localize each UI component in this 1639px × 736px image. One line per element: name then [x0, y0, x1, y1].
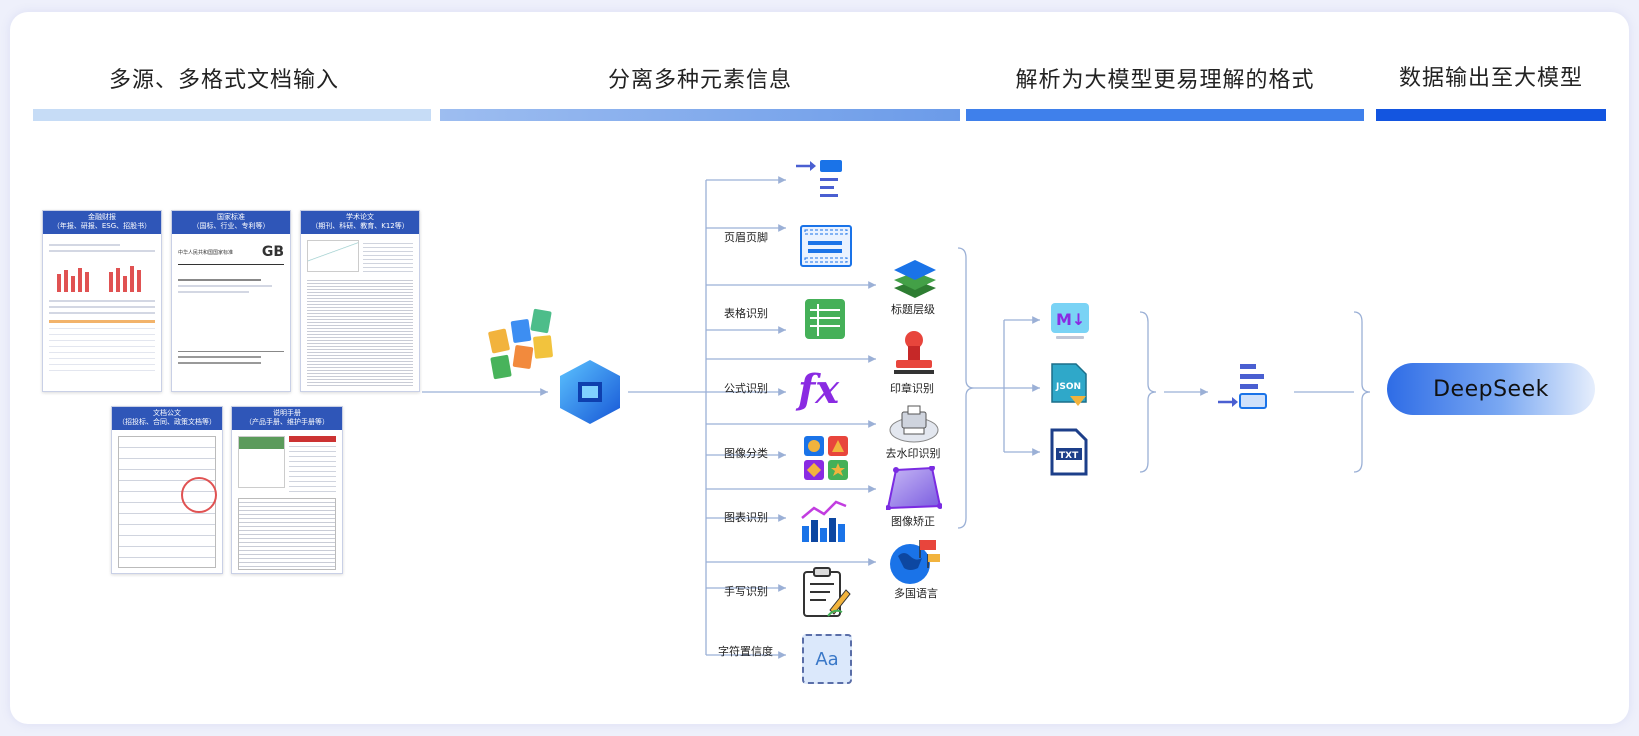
- element-label-header-footer: 页眉页脚: [724, 231, 768, 244]
- red-seal: [181, 477, 217, 513]
- svg-text:M↓: M↓: [1056, 310, 1085, 329]
- doc-official-document: 文档公文 （招投标、合同、政策文档等）: [111, 406, 223, 574]
- element-label-char-confidence: 字符置信度: [718, 645, 773, 658]
- element-label-handwriting: 手写识别: [724, 585, 768, 598]
- stage-title-output: 数据输出至大模型: [1398, 66, 1583, 91]
- layers-icon: [892, 258, 938, 302]
- element-label-globe: 多国语言: [894, 587, 938, 600]
- doc-header: 文档公文 （招投标、合同、政策文档等）: [112, 407, 222, 430]
- deepseek-output-pill: DeepSeek: [1387, 363, 1595, 415]
- arrow-list-icon: [796, 158, 846, 202]
- txt-file-icon: TXT: [1050, 428, 1090, 476]
- stage-title-separate: 分离多种元素信息: [607, 68, 792, 93]
- chart-icon: [800, 498, 850, 544]
- char-glyph: Aa: [815, 648, 839, 670]
- doc-bar-chart: [57, 266, 141, 292]
- stage-bar-separate: [440, 109, 960, 121]
- doc-header: 国家标准 （国标、行业、专利等）: [172, 211, 290, 234]
- gb-logo: GB: [261, 244, 284, 260]
- handwriting-icon: [802, 566, 852, 618]
- parser-engine-icon: [556, 358, 624, 426]
- element-label-table: 表格识别: [724, 307, 768, 320]
- element-label-image-correct: 图像矫正: [891, 515, 935, 528]
- stage-bar-input: [33, 109, 431, 121]
- globe-icon: [888, 538, 940, 586]
- stamp-icon: [890, 330, 938, 378]
- svg-text:JSON: JSON: [1055, 382, 1081, 392]
- file-formats-cluster-icon: [487, 306, 554, 380]
- doc-manual: 说明手册 （产品手册、维护手册等）: [231, 406, 343, 574]
- char-confidence-icon: Aa: [802, 634, 852, 684]
- stage-bar-output: [1376, 109, 1606, 121]
- json-file-icon: JSON: [1050, 362, 1090, 410]
- element-label-chart: 图表识别: [724, 511, 768, 524]
- element-label-image-classify: 图像分类: [724, 447, 768, 460]
- formula-icon: fx: [798, 366, 854, 416]
- doc-gb-title: 中华人民共和国国家标准: [178, 249, 234, 256]
- element-label-layers: 标题层级: [891, 303, 935, 316]
- table-icon: [804, 298, 846, 340]
- doc-national-standard: 国家标准 （国标、行业、专利等） 中华人民共和国国家标准 GB: [171, 210, 291, 392]
- header-footer-icon: [800, 225, 852, 267]
- doc-header: 金融财报 （年报、研报、ESG、招股书）: [43, 211, 161, 234]
- doc-financial-report: 金融财报 （年报、研报、ESG、招股书）: [42, 210, 162, 392]
- doc-header: 学术论文 （期刊、科研、教育、K12等）: [301, 211, 419, 234]
- svg-text:TXT: TXT: [1059, 451, 1079, 461]
- stage-title-parse: 解析为大模型更易理解的格式: [1015, 68, 1315, 93]
- element-label-formula: 公式识别: [724, 382, 768, 395]
- watermark-icon: [888, 404, 940, 444]
- doc-academic-paper: 学术论文 （期刊、科研、教育、K12等）: [300, 210, 420, 392]
- image-classify-icon: [804, 436, 848, 480]
- markdown-icon: M↓: [1050, 302, 1090, 342]
- image-correct-icon: [885, 465, 943, 511]
- element-label-watermark: 去水印识别: [885, 447, 941, 460]
- element-label-stamp: 印章识别: [890, 382, 934, 395]
- stage-bar-parse: [966, 109, 1364, 121]
- stage-title-input: 多源、多格式文档输入: [108, 68, 339, 93]
- structured-data-icon: [1216, 362, 1272, 418]
- formula-glyph: fx: [798, 366, 840, 413]
- doc-header: 说明手册 （产品手册、维护手册等）: [232, 407, 342, 430]
